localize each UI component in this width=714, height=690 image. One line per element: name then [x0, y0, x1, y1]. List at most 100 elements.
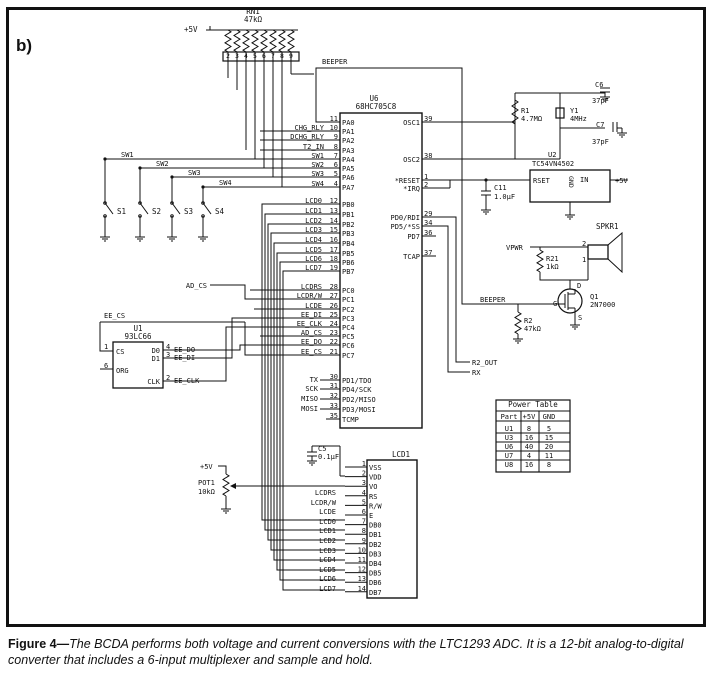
lcd-data-wire	[264, 213, 345, 531]
rn1-body	[222, 51, 300, 62]
junction-dot	[484, 178, 488, 182]
u1-part: 93LC66	[124, 332, 152, 341]
u6-pin-number: 28	[330, 283, 338, 291]
lcd1-pin-name: DB6	[369, 579, 382, 587]
u6-pin-number: 11	[330, 115, 338, 123]
ee-clk-wire	[210, 326, 326, 382]
lcd1-pin-number: 11	[358, 556, 366, 564]
speaker-pin: 1	[582, 256, 586, 264]
lcd-data-wire	[261, 203, 345, 521]
u6-pin-name: PC1	[342, 296, 355, 304]
q1-s-label: S	[578, 314, 582, 322]
rn1-resistor	[287, 29, 295, 53]
u6-portb-net-label: LCD0	[305, 197, 322, 205]
u6-pin-name: PB5	[342, 250, 355, 258]
power-table-header: +5V	[523, 413, 536, 421]
rn1-resistor	[251, 29, 259, 53]
u6-pin-number: 18	[330, 255, 338, 263]
u6-pin-name: PA4	[342, 156, 355, 164]
rx-wire	[436, 225, 470, 373]
u6-pin-name: PD1/TDO	[342, 377, 372, 385]
rn1-ref: RN1	[246, 7, 260, 16]
component-layer	[103, 51, 611, 599]
r2-value: 47kΩ	[524, 325, 541, 333]
u6-pin-name: PA5	[342, 165, 355, 173]
u6-pin-name: PC5	[342, 333, 355, 341]
lcd1-net-label: LCDE	[319, 508, 336, 516]
wire-layer	[99, 26, 628, 593]
speaker-pin: 2	[582, 240, 586, 248]
u1-pin-number: 3	[166, 351, 170, 359]
rn1-supply: +5V	[184, 25, 198, 34]
switch-label: S2	[152, 207, 161, 216]
u6-pin-number: 34	[424, 219, 432, 227]
u6-pin-number: 32	[330, 392, 338, 400]
u6-pin-name: PB0	[342, 201, 355, 209]
c7-value: 37pF	[592, 138, 609, 146]
switch-label: S1	[117, 207, 126, 216]
power-table-cell: U6	[505, 443, 513, 451]
lcd1-pin-number: 8	[362, 527, 366, 535]
lcd1-pin-name: R/W	[369, 502, 382, 510]
u6-pin-name: PD4/SCK	[342, 386, 372, 394]
u6-pin-name: PB7	[342, 268, 355, 276]
switch-blade	[139, 202, 149, 215]
u6-pin-number: 29	[424, 210, 432, 218]
rn1-pin-number: 6	[262, 52, 266, 60]
power-table-cell: 4	[527, 452, 531, 460]
u6-pin-name: PB2	[342, 221, 355, 229]
u6-porta-net-label: CHG_RLY	[294, 124, 324, 132]
lcd1-pin-number: 5	[362, 498, 366, 506]
u6-pin-number: 1	[424, 173, 428, 181]
u6-pin-name: PC6	[342, 342, 355, 350]
rn1-resistor	[242, 29, 250, 53]
switch-contact	[201, 201, 205, 205]
u1-pin-name: ORG	[116, 367, 129, 375]
u6-pin-name: PA6	[342, 174, 355, 182]
power-table-title: Power Table	[508, 400, 558, 409]
pot1-wire	[218, 465, 227, 474]
c11-value: 1.0µF	[494, 193, 515, 201]
rn1-resistor	[278, 29, 286, 53]
u6-pin-number: 35	[330, 412, 338, 420]
u6-pin-number: 36	[424, 229, 432, 237]
u6-pin-name: PA1	[342, 128, 355, 136]
rx-label: RX	[472, 369, 481, 377]
r21-ref: R21	[546, 255, 559, 263]
lcd1-net-label: LCD3	[319, 547, 336, 555]
c5-ref: C5	[318, 445, 326, 453]
u6-pin-number: 5	[334, 170, 338, 178]
panel-label: b)	[16, 36, 33, 55]
u6-pin-number: 19	[330, 264, 338, 272]
lcd1-pin-name: DB3	[369, 550, 382, 558]
u6-pin-name: PD7	[407, 233, 420, 241]
power-table-cell: 8	[527, 425, 531, 433]
pot1-resistor	[222, 473, 230, 497]
switch-contact	[170, 214, 174, 218]
u6-pin-number: 13	[330, 207, 338, 215]
beeper-net	[315, 67, 500, 305]
u1-pin-name: CS	[116, 348, 124, 356]
rn1-pin-number: 8	[280, 52, 284, 60]
lcd1-net-label: LCDRS	[315, 489, 336, 497]
lcd1-pin-number: 7	[362, 518, 366, 526]
u6-pin-number: 26	[330, 302, 338, 310]
lcd1-pin-name: DB1	[369, 531, 382, 539]
c7-ref: C7	[596, 121, 604, 129]
switch-net-label: SW4	[219, 179, 232, 187]
ee-do-wire	[210, 344, 326, 351]
u6-pin-number: 16	[330, 236, 338, 244]
pot1-value: 10kΩ	[198, 488, 215, 496]
u6-ref: U6	[369, 94, 379, 103]
lcd-data-wire	[282, 270, 345, 591]
lcd-data-wire	[270, 232, 345, 551]
lcd1-pin-number: 2	[362, 470, 366, 478]
u6-portb-net-label: LCD3	[305, 226, 322, 234]
lcd1-pin-name: E	[369, 512, 373, 520]
lcd-data-wire	[267, 223, 345, 541]
u6-pin-number: 25	[330, 311, 338, 319]
switch-label: S4	[215, 207, 225, 216]
switch-net-label: SW2	[156, 160, 169, 168]
u6-pin-number: 23	[330, 329, 338, 337]
u6-porta-net-label: T2_IN	[303, 143, 324, 151]
